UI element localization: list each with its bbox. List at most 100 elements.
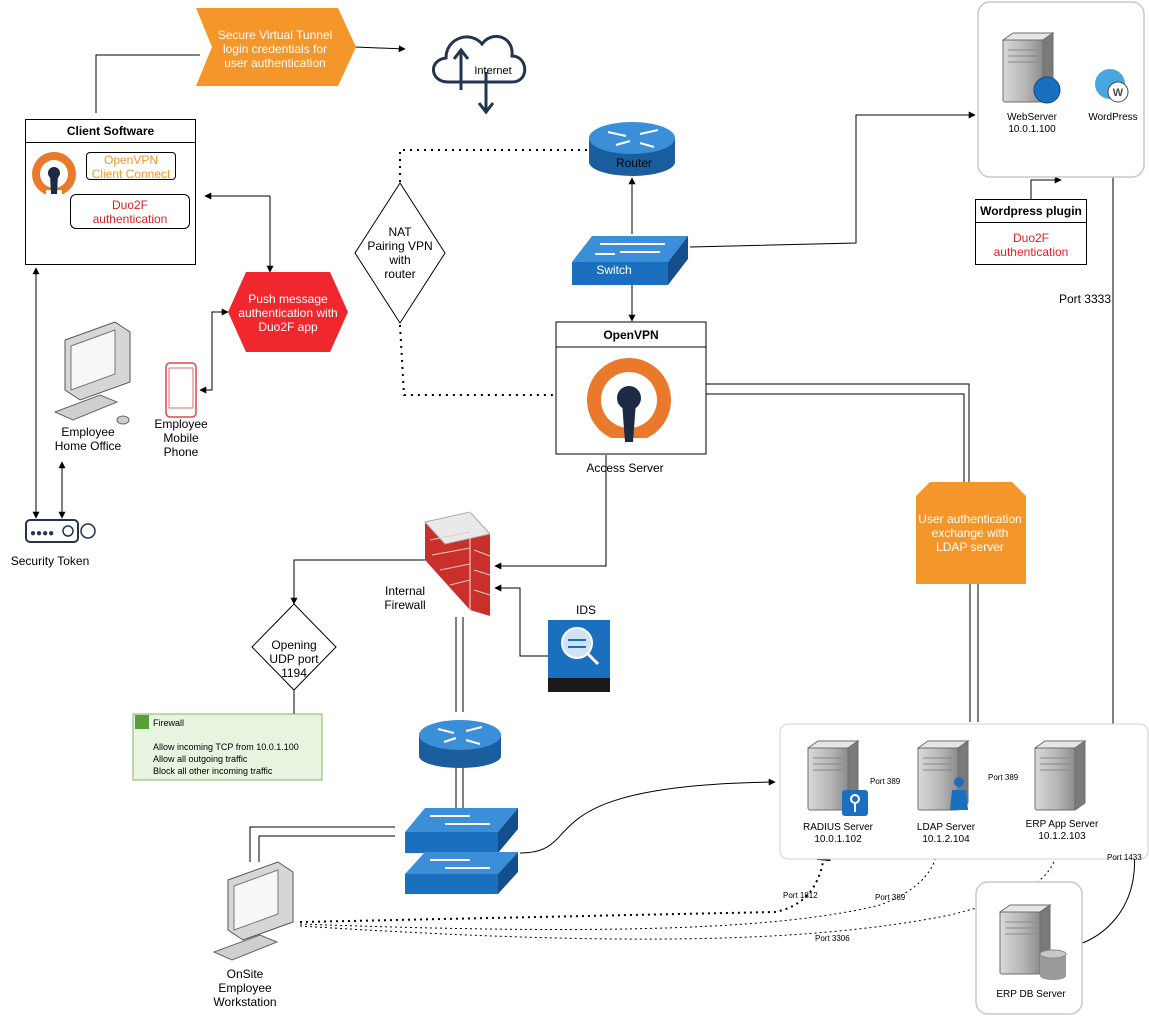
openvpn-client-line2: Client Connect — [91, 167, 171, 181]
switch-label: Switch — [596, 263, 631, 277]
push-message-hexagon — [228, 272, 348, 352]
erp-db-label: ERP DB Server — [996, 989, 1066, 1000]
conn-openvpn-ldap-a — [706, 383, 970, 482]
ldap-exchange-box — [916, 482, 1026, 584]
openvpn-client-line1: OpenVPN — [103, 153, 159, 167]
internet-cloud-icon — [432, 34, 527, 115]
openvpn-panel-title: OpenVPN — [603, 328, 658, 342]
firewall-line1: Internal — [385, 584, 425, 598]
mobile-line1: Employee — [154, 417, 208, 431]
radius-line1: RADIUS Server — [803, 822, 874, 833]
globe-icon — [1033, 76, 1061, 104]
nat-dotted-top — [399, 149, 587, 200]
ldap-line2: 10.1.2.104 — [922, 834, 970, 845]
udp-line2: UDP port — [269, 652, 319, 666]
security-token-label: Security Token — [11, 554, 90, 568]
client-duo2f-box: Duo2F authentication — [70, 194, 190, 229]
wp-duo-line2: authentication — [993, 245, 1069, 259]
tunnel-banner-line1: Secure Virtual Tunnel — [218, 28, 333, 42]
firewall-line2: Firewall — [384, 598, 425, 612]
ids-icon — [548, 620, 610, 692]
ws-dotted-main — [299, 846, 831, 923]
internet-label: Internet — [474, 65, 511, 77]
webserver-line2: 10.0.1.100 — [1008, 124, 1056, 135]
lock-icon — [135, 715, 149, 729]
push-line3: Duo2F app — [258, 320, 318, 334]
fw-rule-3: Block all other incoming traffic — [153, 766, 273, 776]
port-1433: Port 1433 — [1107, 853, 1142, 862]
connector-openvpn-firewall — [494, 455, 607, 570]
conn-openvpn-ldap-b — [706, 393, 965, 482]
erp-app-line2: 10.1.2.103 — [1038, 831, 1086, 842]
home-office-computer-icon — [53, 321, 131, 425]
openvpn-caption: Access Server — [586, 461, 663, 475]
lower-switch-2-icon — [405, 852, 518, 894]
onsite-line1: OnSite — [227, 967, 264, 981]
erp-app-line1: ERP App Server — [1026, 819, 1099, 830]
key-icon — [842, 790, 868, 816]
onsite-line2: Employee — [218, 981, 272, 995]
ldap-exchange-line1: User authentication — [918, 512, 1021, 526]
ids-label: IDS — [576, 603, 596, 617]
radius-line2: 10.0.1.102 — [814, 834, 862, 845]
client-software-title: Client Software — [26, 120, 195, 143]
wordpress-plugin-title: Wordpress plugin — [976, 200, 1086, 223]
switch-icon — [572, 236, 688, 285]
port-389-radius-ldap: Port 389 — [870, 777, 901, 786]
port-1812: Port 1812 — [783, 891, 818, 900]
onsite-workstation-icon — [212, 861, 294, 961]
home-office-line1: Employee — [61, 425, 115, 439]
connector-push-phone — [199, 308, 229, 394]
nat-line1: NAT — [388, 225, 412, 239]
conn-ws-switch-a — [249, 826, 395, 862]
ldap-exchange-line2: exchange with — [932, 526, 1009, 540]
lower-router-icon — [419, 720, 501, 768]
wordpress-label: WordPress — [1088, 112, 1137, 123]
udp-line1: Opening — [271, 638, 316, 652]
port-389-ws: Port 389 — [875, 893, 906, 902]
home-office-line2: Home Office — [55, 439, 122, 453]
udp-diamond — [251, 603, 337, 691]
openvpn-client-logo-icon — [32, 152, 76, 198]
conn-ws-switch-b — [258, 835, 395, 862]
lower-switch-1-icon — [405, 808, 518, 853]
firewall-rules-box — [132, 713, 323, 781]
wordpress-icon: W — [1095, 69, 1129, 103]
router-icon — [589, 122, 675, 176]
nat-line4: router — [384, 267, 415, 281]
nat-line2: Pairing VPN — [367, 239, 432, 253]
fw-rule-2: Allow all outgoing traffic — [153, 754, 248, 764]
nat-diamond — [354, 182, 446, 324]
client-software-panel: Client Software OpenVPN Client Connect D… — [25, 119, 196, 265]
svg-text:W: W — [1113, 87, 1124, 99]
fw-rule-1: Allow incoming TCP from 10.0.1.100 — [153, 742, 299, 752]
firewall-icon — [424, 511, 491, 616]
nat-dotted-bottom — [399, 324, 555, 396]
openvpn-client-connect-box: OpenVPN Client Connect — [86, 152, 176, 181]
user-icon — [950, 777, 968, 810]
tunnel-banner-line3: user authentication — [224, 56, 325, 70]
nat-line3: with — [388, 253, 410, 267]
port-389-erp-ldap: Port 389 — [988, 773, 1019, 782]
fw-rules-title: Firewall — [153, 718, 184, 728]
router-label: Router — [616, 156, 652, 170]
push-line2: authentication with — [238, 306, 337, 320]
onsite-line3: Workstation — [213, 995, 276, 1009]
udp-line3: 1194 — [281, 666, 307, 680]
connector-switch-webserver — [689, 111, 976, 248]
erp-app-server-icon — [1034, 740, 1086, 811]
security-token-icon: ●●●● — [25, 519, 96, 543]
connector-switch-radius — [519, 778, 776, 854]
svg-text:●●●●: ●●●● — [30, 528, 54, 539]
connector-client-banner — [95, 54, 200, 113]
push-line1: Push message — [248, 292, 328, 306]
connector-wordpress-erp — [1089, 105, 1114, 779]
mobile-phone-icon — [165, 362, 197, 418]
ldap-exchange-line3: LDAP server — [936, 540, 1004, 554]
wordpress-plugin-panel: Wordpress plugin Duo2F authentication — [975, 199, 1087, 265]
mobile-line3: Phone — [164, 445, 199, 459]
wp-duo-line1: Duo2F — [1012, 231, 1050, 245]
client-duo-line2: authentication — [92, 212, 168, 226]
tunnel-banner-shape — [196, 8, 356, 86]
